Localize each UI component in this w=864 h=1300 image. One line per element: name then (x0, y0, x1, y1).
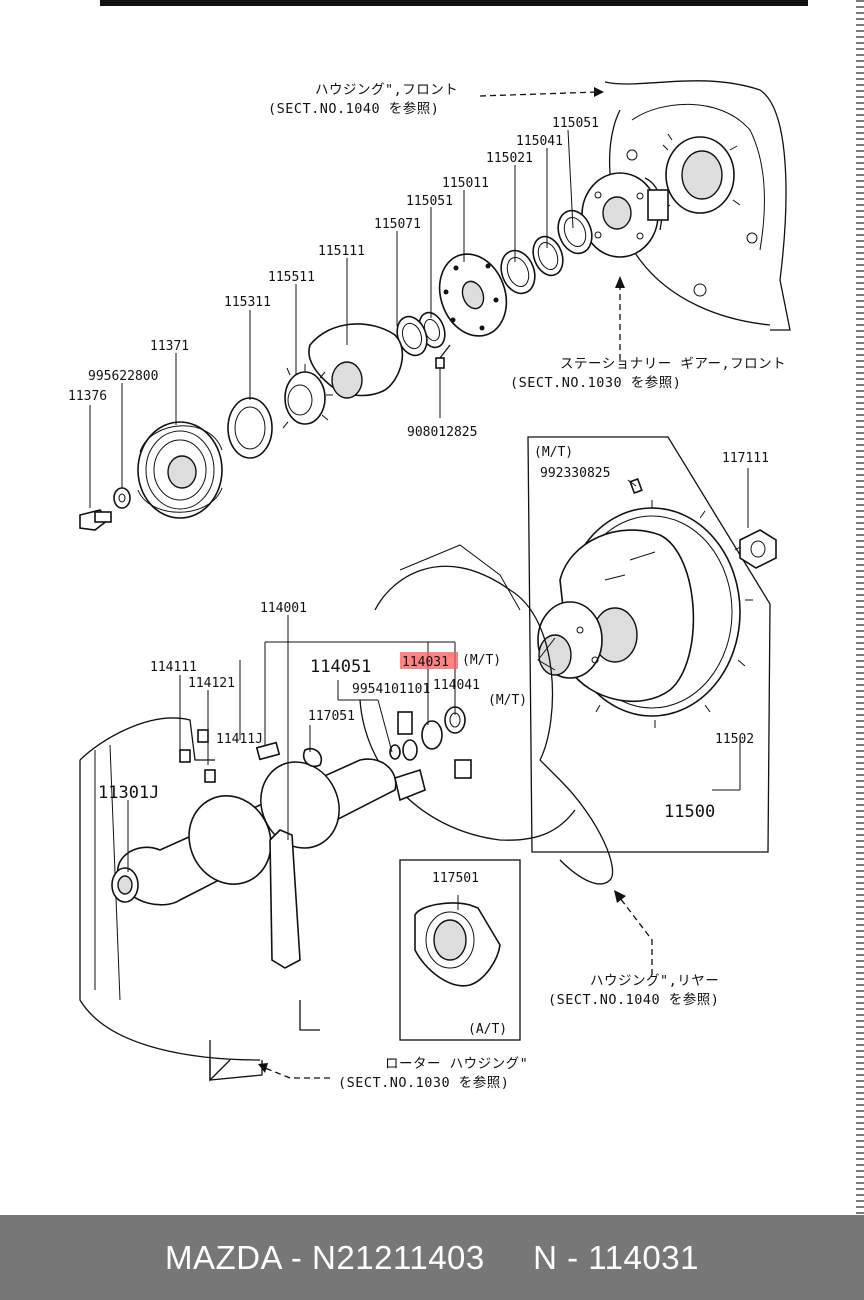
footer-text: MAZDA - N21211403 N - 114031 (165, 1238, 699, 1276)
eccentric-shaft-and-housing (79, 544, 614, 1082)
part-115011: 115011 (442, 176, 489, 191)
part-117051: 117051 (308, 709, 355, 724)
label-housing-rear-ref: (SECT.NO.1040 を参照) (548, 991, 719, 1008)
part-115111: 115111 (318, 244, 365, 259)
part-115071: 115071 (374, 217, 421, 232)
eccentric-shaft-front-parts (79, 209, 593, 531)
part-115041: 115041 (516, 134, 563, 149)
label-rotor-housing: ローター ハウジング" (385, 1056, 528, 1072)
parts-diagram: ハウジング",フロント (SECT.NO.1040 を参照) ステーショナリー … (68, 0, 808, 1091)
part-115511: 115511 (268, 270, 315, 285)
part-114031: 114031 (402, 655, 449, 670)
part-11371: 11371 (150, 339, 189, 354)
part-992330825: 992330825 (540, 466, 610, 481)
highlight-114031 (400, 652, 458, 669)
part-114121: 114121 (188, 676, 235, 691)
scan-edge (856, 0, 864, 1215)
label-at: (A/T) (468, 1022, 507, 1037)
part-11376: 11376 (68, 389, 107, 404)
label-housing-front: ハウジング",フロント (315, 82, 458, 98)
flywheel-box (527, 436, 777, 853)
part-114041: 114041 (433, 678, 480, 693)
part-9954101101: 9954101101 (352, 682, 430, 697)
part-115021: 115021 (486, 151, 533, 166)
front-housing-drawing (581, 80, 791, 331)
part-114111: 114111 (150, 660, 197, 675)
part-number-labels: 115051 115041 115021 115011 115051 11507… (68, 116, 769, 886)
part-11301j: 11301J (98, 783, 159, 803)
label-mt-bearing: (M/T) (488, 693, 527, 708)
reference-arrows (258, 87, 653, 1079)
reference-labels: ハウジング",フロント (SECT.NO.1040 を参照) ステーショナリー … (268, 82, 786, 1091)
label-stationary-gear: ステーショナリー ギアー,フロント (560, 356, 786, 372)
part-11411j: 11411J (216, 732, 263, 747)
label-stationary-gear-ref: (SECT.NO.1030 を参照) (510, 374, 681, 391)
part-115051-a: 115051 (552, 116, 599, 131)
footer-bar: MAZDA - N21211403 N - 114031 (0, 1215, 864, 1300)
part-117111: 117111 (722, 451, 769, 466)
part-115311: 115311 (224, 295, 271, 310)
leader-lines (89, 129, 749, 910)
part-908012825: 908012825 (407, 425, 477, 440)
label-rotor-housing-ref: (SECT.NO.1030 を参照) (338, 1074, 509, 1091)
part-11502: 11502 (715, 732, 754, 747)
part-115051-b: 115051 (406, 194, 453, 209)
part-995622800: 995622800 (88, 369, 158, 384)
label-mt-flywheel: (M/T) (534, 445, 573, 460)
part-117501: 117501 (432, 871, 479, 886)
label-housing-front-ref: (SECT.NO.1040 を参照) (268, 100, 439, 117)
label-housing-rear: ハウジング",リヤー (590, 973, 719, 989)
at-box (399, 859, 521, 1041)
part-114001: 114001 (260, 601, 307, 616)
top-border (100, 0, 808, 6)
part-11500: 11500 (664, 802, 715, 822)
part-114051: 114051 (310, 657, 371, 677)
label-mt-seal: (M/T) (462, 653, 501, 668)
